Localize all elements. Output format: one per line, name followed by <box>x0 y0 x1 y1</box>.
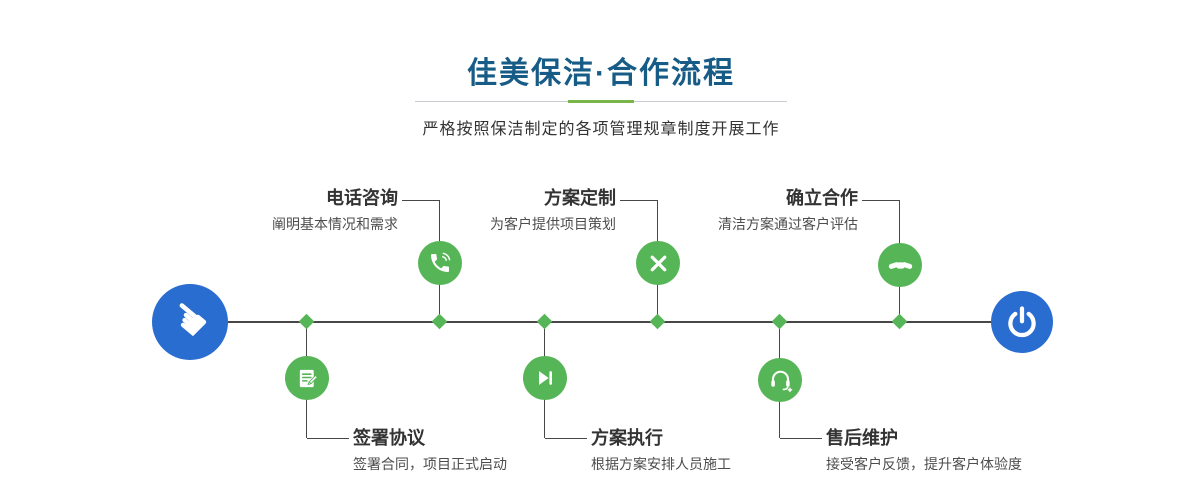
step-title: 方案定制 <box>544 188 616 208</box>
step-title: 方案执行 <box>591 428 663 448</box>
step-title: 签署协议 <box>353 428 425 448</box>
connector-line <box>620 200 657 201</box>
connector-line <box>780 438 822 439</box>
timeline-node-diamond <box>431 313 448 330</box>
connector-line <box>307 438 349 439</box>
page-subtitle: 严格按照保洁制定的各项管理规章制度开展工作 <box>422 121 780 138</box>
phone-icon <box>431 252 451 272</box>
timeline-node-diamond <box>536 313 553 330</box>
timeline-start-badge: ☚ <box>152 284 228 360</box>
power-icon <box>1008 306 1036 338</box>
step-block-sign-agreement: 签署协议 签署合同，项目正式启动 <box>353 426 507 475</box>
step-icon-badge <box>418 241 462 285</box>
pointing-hand-icon: ☚ <box>157 288 220 352</box>
timeline-line <box>190 321 1022 323</box>
timeline-node-diamond <box>649 313 666 330</box>
timeline-node-diamond <box>771 313 788 330</box>
step-title: 电话咨询 <box>326 188 398 208</box>
title-divider <box>415 100 787 103</box>
step-icon-badge <box>285 356 329 400</box>
timeline-node-diamond <box>891 313 908 330</box>
step-icon-badge <box>758 358 802 402</box>
step-desc: 为客户提供项目策划 <box>490 216 616 232</box>
connector-line <box>862 200 899 201</box>
step-block-after-sales: 售后维护 接受客户反馈，提升客户体验度 <box>826 426 1022 475</box>
step-icon-badge <box>523 356 567 400</box>
design-tools-icon <box>650 255 666 271</box>
step-block-establish-coop: 确立合作 清洁方案通过客户评估 <box>718 186 858 235</box>
play-forward-icon <box>539 371 552 385</box>
step-icon-badge <box>636 241 680 285</box>
page-title: 佳美保洁·合作流程 <box>467 57 735 90</box>
step-block-plan-execution: 方案执行 根据方案安排人员施工 <box>591 426 731 475</box>
connector-line <box>402 200 439 201</box>
step-title: 售后维护 <box>826 428 898 448</box>
step-desc: 清洁方案通过客户评估 <box>718 216 858 232</box>
connector-line <box>545 438 587 439</box>
step-desc: 接受客户反馈，提升客户体验度 <box>826 456 1022 472</box>
timeline-end-badge <box>991 291 1053 353</box>
step-block-phone-consult: 电话咨询 阐明基本情况和需求 <box>272 186 398 235</box>
step-block-plan-custom: 方案定制 为客户提供项目策划 <box>490 186 616 235</box>
title-divider-accent <box>568 100 634 103</box>
headset-icon <box>770 370 792 392</box>
step-title: 确立合作 <box>786 188 858 208</box>
document-pen-icon <box>299 369 318 387</box>
step-desc: 根据方案安排人员施工 <box>591 456 731 472</box>
handshake-icon <box>888 261 912 269</box>
step-desc: 签署合同，项目正式启动 <box>353 456 507 472</box>
timeline-node-diamond <box>298 313 315 330</box>
step-icon-badge <box>878 243 922 287</box>
step-desc: 阐明基本情况和需求 <box>272 216 398 232</box>
